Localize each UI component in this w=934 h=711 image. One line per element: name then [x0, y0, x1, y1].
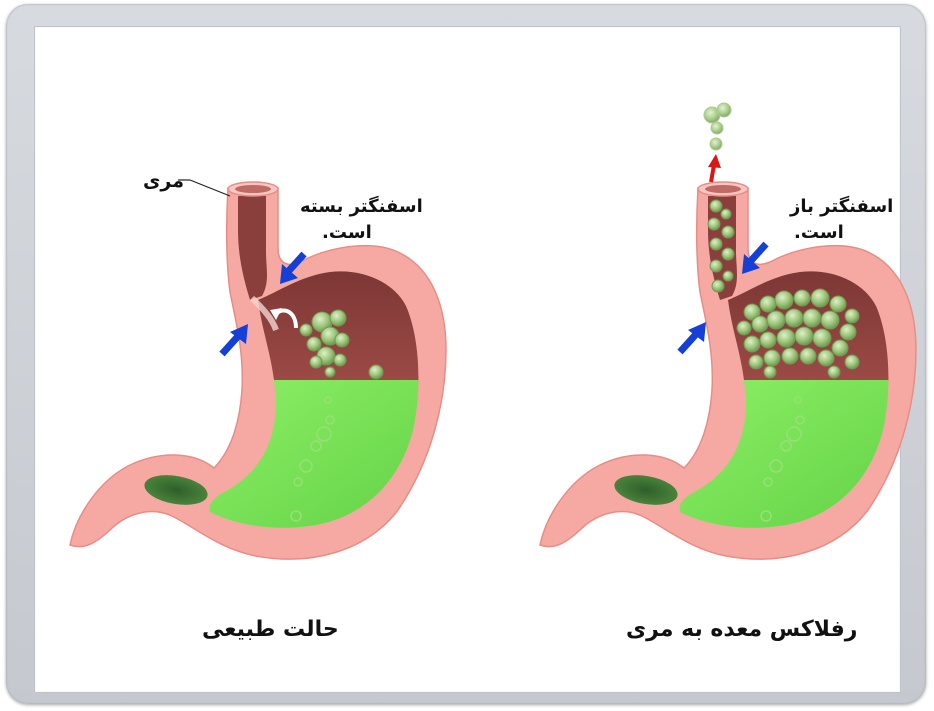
blue-arrow-icon [680, 322, 706, 352]
caption-reflux-state: رفلاکس معده به مری [626, 617, 857, 642]
sphincter-open-label: اسفنگتر باز [790, 196, 893, 217]
normal-stomach [70, 180, 446, 559]
caption-normal-state: حالت طبیعی [202, 617, 339, 642]
esophagus-label: مری [143, 170, 184, 192]
bubble-cluster-icon [704, 103, 731, 150]
esophagus-leader-line [190, 180, 230, 196]
red-arrow-icon [708, 154, 721, 182]
sphincter-open-label-line2: است. [794, 222, 844, 243]
sphincter-closed-label-line2: است. [322, 222, 372, 243]
sphincter-closed-label: اسفنگتر بسته [300, 196, 423, 217]
reflux-stomach [540, 103, 916, 559]
